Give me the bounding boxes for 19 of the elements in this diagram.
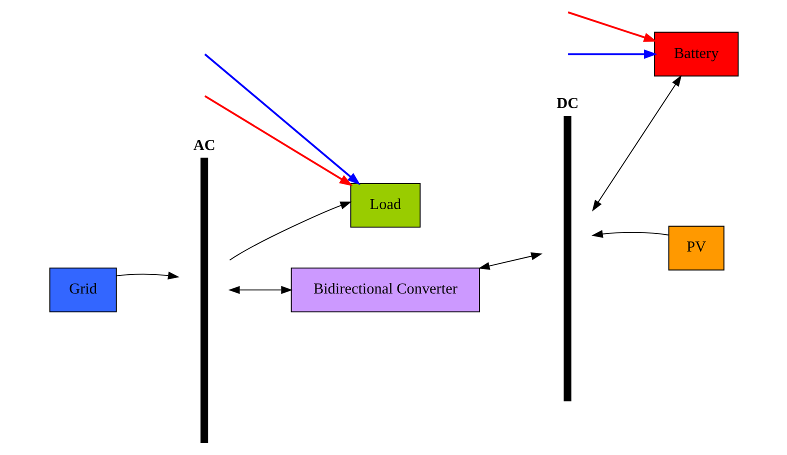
node-box: Bidirectional Converter [290, 268, 480, 312]
arrow [567, 11, 657, 42]
arrow [204, 95, 352, 186]
node-box [563, 116, 571, 402]
arrow [478, 252, 542, 270]
node-box: Battery [654, 32, 738, 76]
node-box: PV [668, 226, 724, 270]
node-label: AC [192, 136, 215, 154]
node-box: Grid [48, 268, 116, 312]
node-label: DC [556, 95, 578, 112]
arrow [592, 75, 682, 212]
arrow [568, 49, 657, 59]
arrow [590, 230, 668, 238]
arrow [204, 54, 360, 186]
node-box: Load [350, 182, 420, 228]
arrow [116, 272, 179, 280]
arrow [228, 286, 292, 294]
arrow [228, 202, 352, 261]
node-box [200, 158, 208, 444]
